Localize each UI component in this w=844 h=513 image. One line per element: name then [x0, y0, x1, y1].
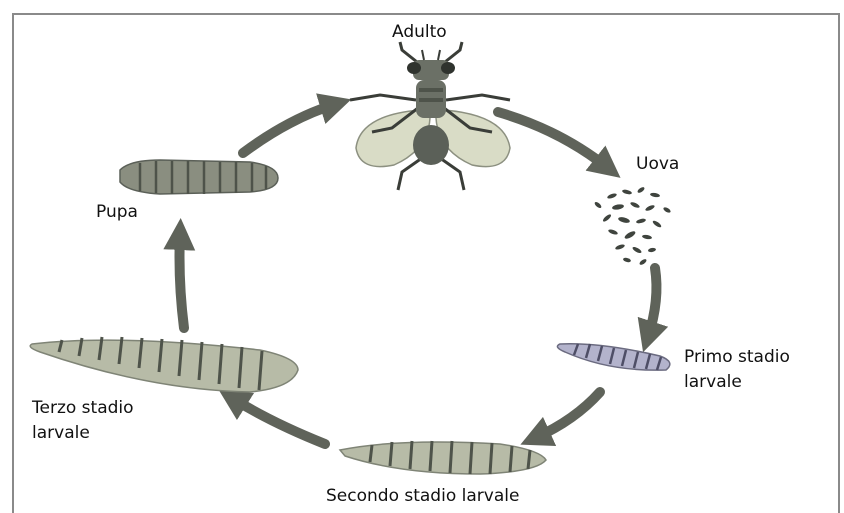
arrow-adult-to-eggs [498, 112, 608, 168]
label-third-instar-line-2: larvale [32, 421, 134, 446]
second-instar-larva [340, 441, 546, 474]
label-second-instar: Secondo stadio larvale [326, 484, 519, 509]
arrow-second-to-third-instar [232, 398, 325, 444]
label-third-instar: Terzo stadio larvale [32, 396, 134, 446]
pupa-illustration [120, 160, 278, 194]
eggs-cluster [594, 186, 672, 266]
label-first-instar-line-1: Primo stadio [684, 345, 790, 370]
label-third-instar-line-1: Terzo stadio [32, 396, 134, 421]
first-instar-larva [557, 344, 669, 370]
arrow-pupa-to-adult [243, 104, 336, 153]
third-instar-larva [30, 337, 298, 392]
label-first-instar-line-2: larvale [684, 370, 790, 395]
label-pupa: Pupa [96, 200, 138, 225]
label-first-instar: Primo stadio larvale [684, 345, 790, 395]
arrow-eggs-to-first-instar [648, 268, 656, 337]
arrow-third-instar-to-pupa [180, 234, 185, 328]
arrow-first-to-second-instar [535, 392, 600, 438]
label-eggs: Uova [636, 152, 679, 177]
label-adult: Adulto [392, 20, 447, 45]
adult-fly-illustration [350, 42, 510, 190]
